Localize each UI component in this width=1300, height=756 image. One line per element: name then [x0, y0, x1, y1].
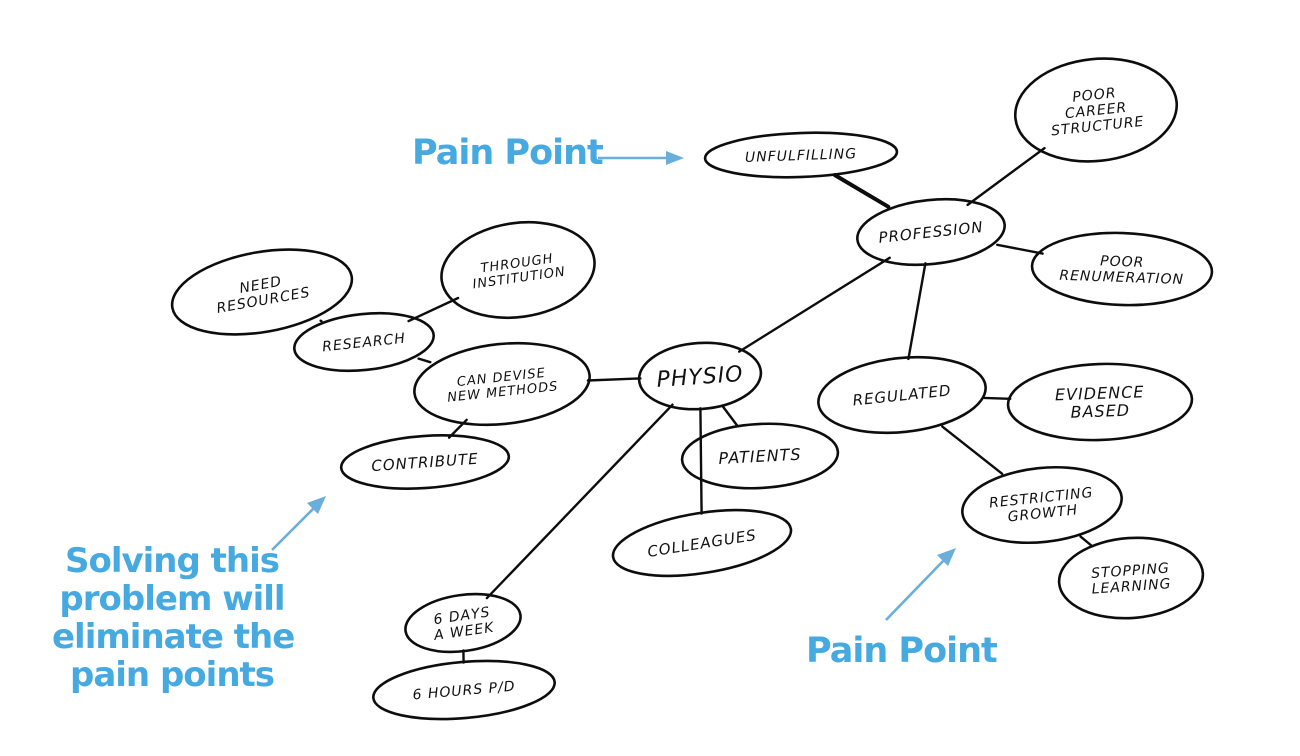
pain-point-bottom-arrow [885, 548, 956, 621]
node-outline [611, 508, 793, 578]
node-label: CAREER [1064, 100, 1128, 122]
node-label: 6 HOURS P/D [412, 679, 516, 704]
node-outline [413, 341, 591, 427]
nodes-layer: PHYSIOPROFESSIONUNFULFILLINGPOORCAREERST… [170, 57, 1214, 721]
node-label: UNFULFILLING [745, 146, 858, 166]
edge-physio-to-profession [738, 256, 891, 353]
node-outline [1030, 231, 1214, 307]
node-6-hours-pd: 6 HOURS P/D [372, 659, 556, 721]
node-contribute: CONTRIBUTE [339, 434, 511, 490]
node-regulated: REGULATED [817, 355, 987, 435]
node-label: PROFESSION [878, 218, 985, 247]
edge-profession-to-unfulfilling [832, 173, 891, 209]
node-outline [703, 131, 899, 179]
edge-can-devise-new-methods-to-research [417, 357, 432, 364]
node-outline [404, 592, 522, 654]
node-label: LEARNING [1091, 576, 1172, 598]
node-outline [339, 434, 511, 490]
node-physio: PHYSIO [637, 341, 763, 411]
node-label: 6 DAYS [433, 604, 492, 628]
node-label: REGULATED [852, 381, 953, 409]
edge-restricting-growth-to-stopping-learning [1079, 535, 1093, 547]
solving-note-line: problem will [59, 579, 285, 620]
solving-note-line: Solving this [64, 541, 280, 581]
solving-problem-note: Solving this problem will eliminate the … [52, 541, 295, 696]
node-outline [1013, 57, 1179, 163]
solving-note-line: pain points [69, 655, 275, 696]
node-label: EVIDENCE [1055, 382, 1145, 404]
node-outline [1006, 362, 1194, 442]
node-outline [372, 659, 556, 721]
edge-physio-to-colleagues [699, 407, 703, 515]
node-label: STOPPING [1091, 560, 1171, 581]
node-label: POOR [1072, 85, 1118, 106]
node-label: POOR [1100, 253, 1145, 271]
node-profession: PROFESSION [856, 197, 1006, 267]
node-outline [637, 341, 763, 411]
node-label: GROWTH [1007, 502, 1079, 525]
pain-point-top-arrow [598, 151, 684, 165]
node-outline [856, 197, 1006, 267]
edge-profession-to-poor-renumeration [996, 243, 1044, 255]
node-label: PATIENTS [718, 445, 802, 468]
node-colleagues: COLLEAGUES [611, 508, 793, 578]
node-label: RENUMERATION [1059, 268, 1184, 288]
edge-physio-to-patients [721, 404, 739, 428]
node-outline [170, 248, 354, 336]
node-outline [961, 465, 1123, 545]
node-patients: PATIENTS [680, 422, 840, 490]
node-label: BASED [1070, 401, 1130, 422]
edge-research-to-need-resources [319, 319, 323, 323]
node-outline [680, 422, 840, 490]
pain-point-label-top: Pain Point [412, 133, 604, 173]
node-label: RESEARCH [322, 331, 407, 356]
edge-regulated-to-evidence-based [982, 396, 1012, 400]
node-label: CONTRIBUTE [371, 450, 479, 475]
edge-profession-to-regulated [907, 262, 927, 361]
node-unfulfilling: UNFULFILLING [703, 131, 899, 179]
node-outline [1057, 536, 1205, 620]
edge-profession-to-poor-career-structure [966, 146, 1046, 207]
node-label: PHYSIO [656, 362, 745, 393]
annotation-arrows-layer [271, 151, 956, 621]
edge-physio-to-can-devise-new-methods [586, 377, 642, 382]
node-outline [293, 311, 435, 373]
edge-regulated-to-restricting-growth [941, 425, 1004, 475]
solving-arrow [271, 496, 326, 551]
solving-note-line: eliminate the [52, 617, 295, 658]
edge-physio-to-6-days-a-week [485, 403, 674, 600]
edge-research-to-through-institution [407, 296, 460, 323]
node-outline [817, 355, 987, 435]
pain-point-label-bottom: Pain Point [806, 631, 998, 671]
node-label: NEED [238, 274, 283, 297]
node-outline [440, 220, 596, 320]
node-label: COLLEAGUES [646, 526, 758, 561]
